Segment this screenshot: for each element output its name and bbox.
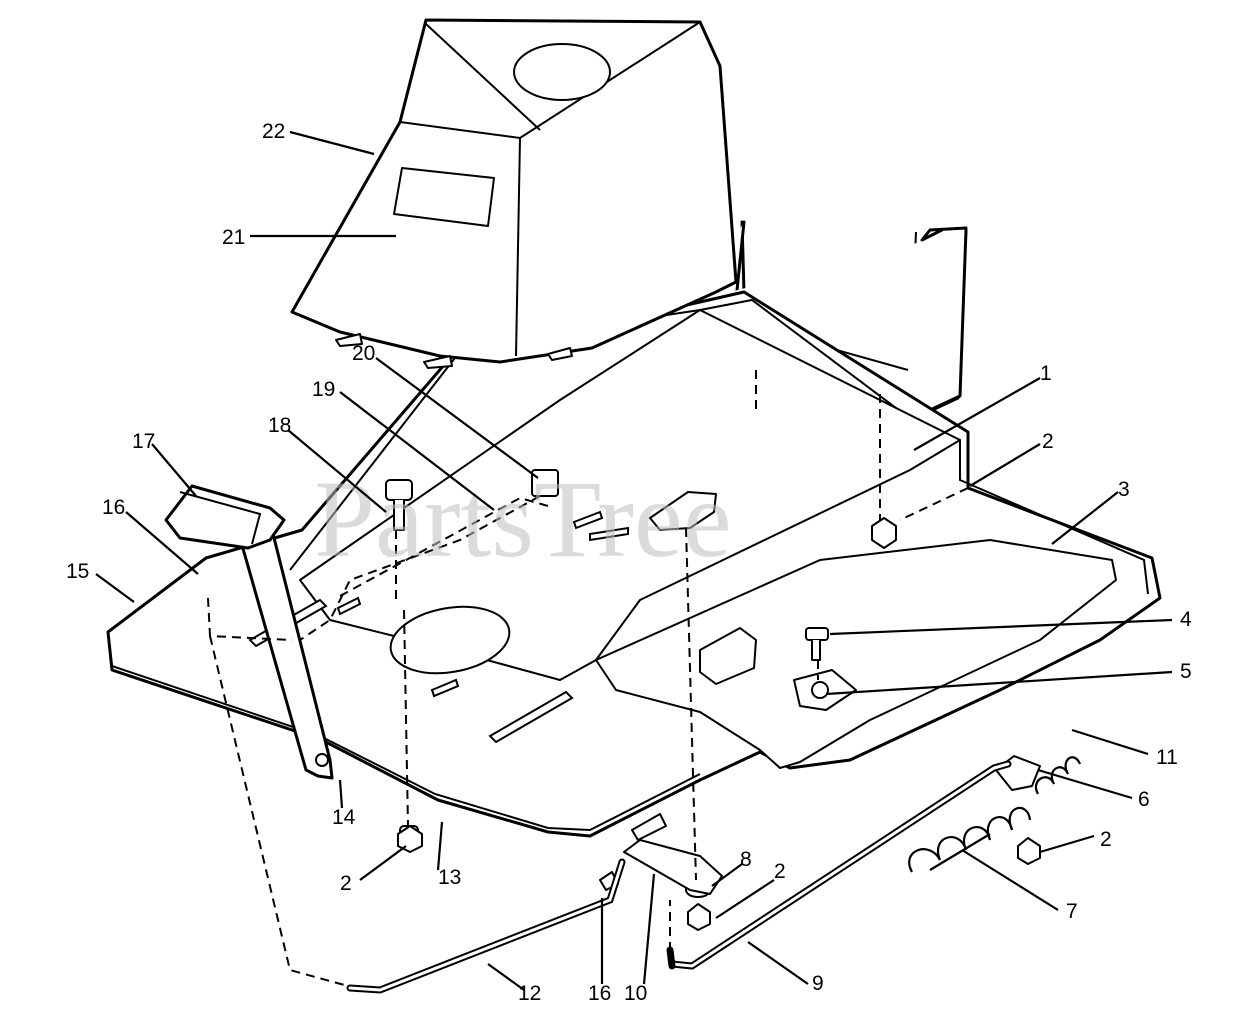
rods [346, 760, 1012, 994]
pedal [164, 484, 334, 780]
callout-21: 21 [222, 226, 245, 249]
callout-4: 4 [1180, 608, 1192, 631]
callout-8: 8 [740, 848, 752, 871]
callout-12: 12 [518, 982, 541, 1005]
hardware [385, 469, 1041, 931]
springs [908, 756, 1082, 873]
callout-16: 16 [102, 496, 125, 519]
callout-2: 2 [1042, 430, 1054, 453]
callout-5: 5 [1180, 660, 1192, 683]
callout-22: 22 [262, 120, 285, 143]
callout-9: 9 [812, 972, 824, 995]
leader-lines [95, 130, 1173, 991]
callout-2c: 2 [774, 860, 786, 883]
callout-2d: 2 [340, 872, 352, 895]
cover [290, 18, 738, 369]
callout-18: 18 [268, 414, 291, 437]
callout-6: 6 [1138, 788, 1150, 811]
callout-2b: 2 [1100, 828, 1112, 851]
callout-7: 7 [1066, 900, 1078, 923]
callout-20: 20 [352, 342, 375, 365]
callout-10: 10 [624, 982, 647, 1005]
callout-11: 11 [1156, 746, 1178, 769]
callout-3: 3 [1118, 478, 1130, 501]
callout-16b: 16 [588, 982, 611, 1005]
callout-15: 15 [66, 560, 89, 583]
callout-13: 13 [438, 866, 461, 889]
seat-back [694, 220, 968, 414]
callouts: 1 2 3 4 5 2 11 6 2 7 9 2 8 10 16 12 13 2… [66, 120, 1192, 1005]
assembly-lines [207, 370, 969, 987]
callout-1: 1 [1040, 362, 1052, 385]
callout-17: 17 [132, 430, 155, 453]
watermark: PartsTree [314, 458, 732, 580]
callout-19: 19 [312, 378, 335, 401]
callout-14: 14 [332, 806, 356, 829]
